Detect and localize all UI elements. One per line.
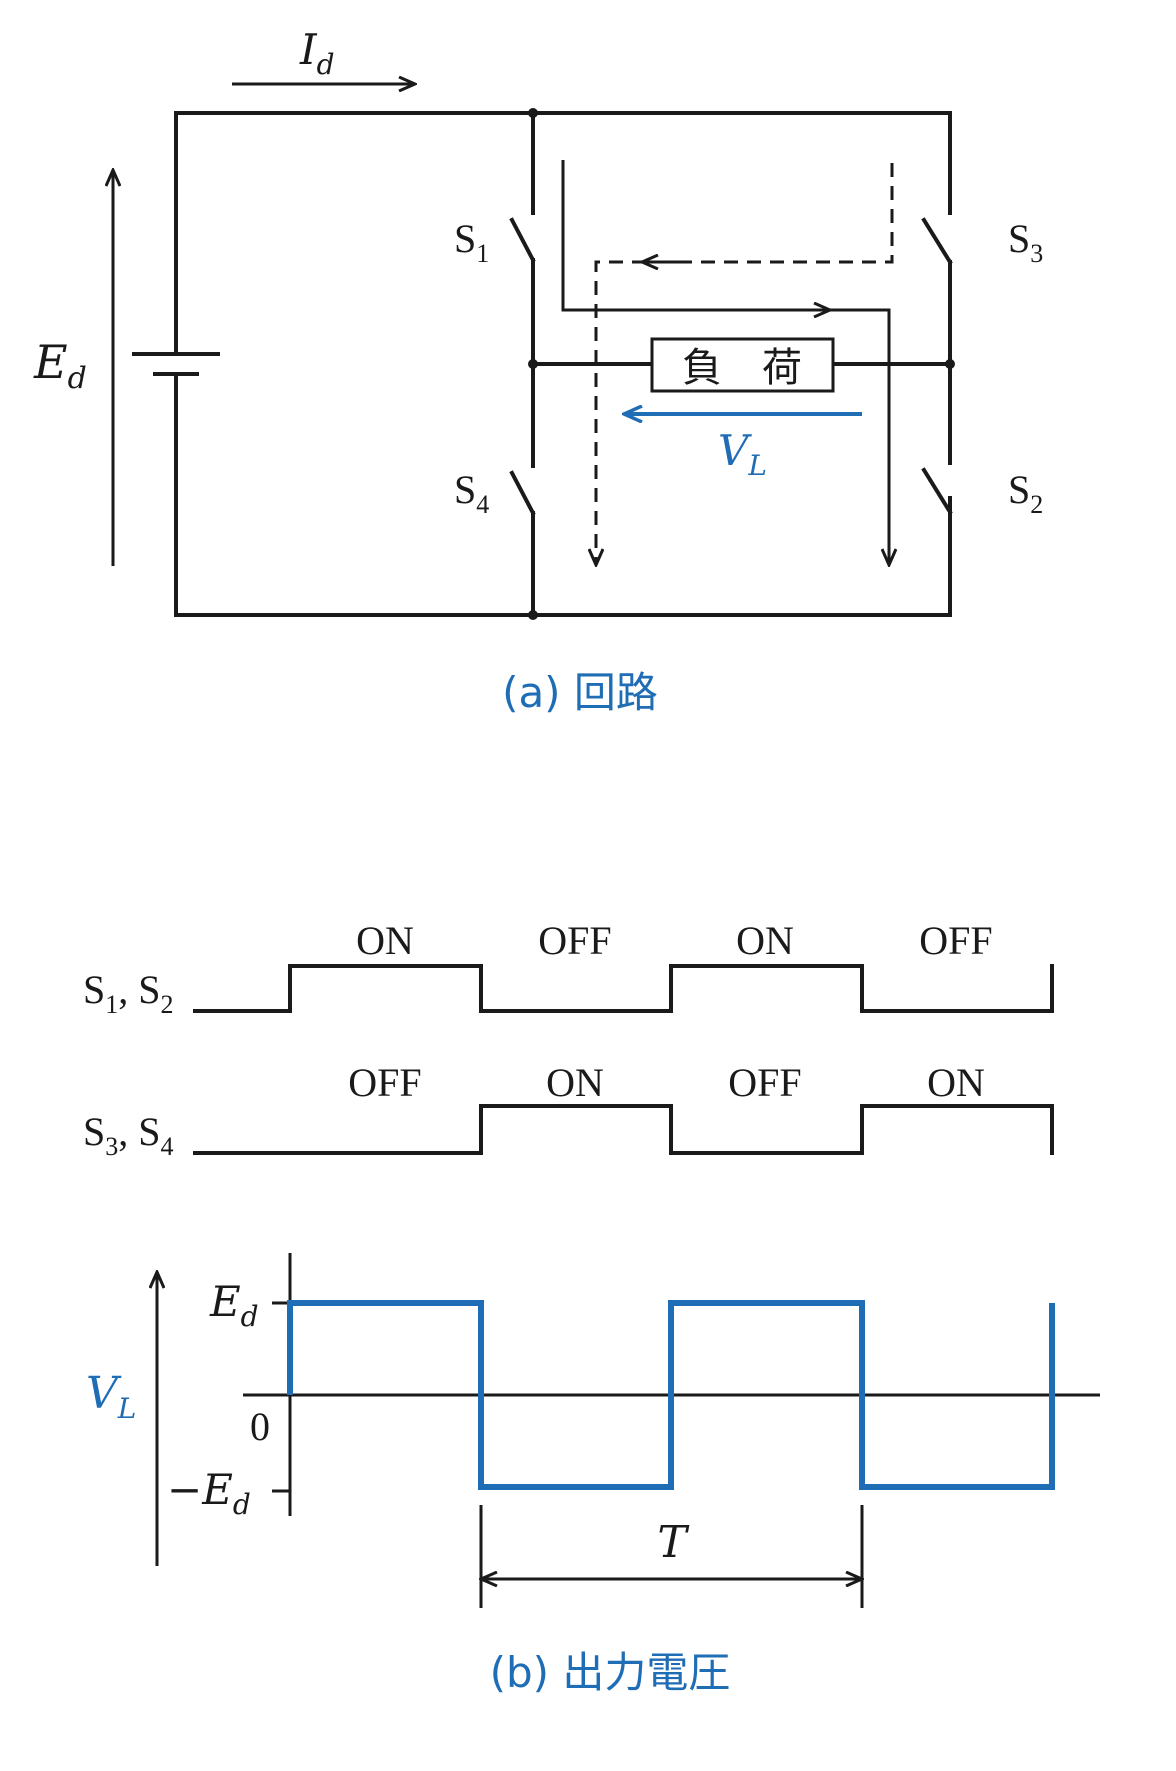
- switching-waveform-s3-s4: [193, 1104, 1054, 1155]
- top-level-label: Ed: [209, 1277, 259, 1333]
- row1-state: OFF: [919, 918, 992, 963]
- zero-label: 0: [250, 1404, 270, 1449]
- switch-s2: [921, 467, 953, 515]
- node-top: [528, 108, 538, 118]
- switching-waveform-s1-s2: [193, 964, 1054, 1013]
- current-label: Id: [299, 25, 335, 81]
- label-s2: S2: [1008, 467, 1043, 519]
- circuit-diagram: Id Ed 負 荷: [33, 25, 1043, 717]
- current-path-s3-s4: [596, 163, 894, 565]
- switch-s4: [509, 470, 536, 516]
- row2-label: S3, S4: [83, 1109, 174, 1161]
- load-box: [650, 337, 835, 393]
- row2-state: OFF: [728, 1060, 801, 1105]
- row1-state: OFF: [538, 918, 611, 963]
- row2-state: ON: [927, 1060, 985, 1105]
- label-s4: S4: [454, 467, 489, 519]
- source-label: Ed: [33, 335, 87, 396]
- bottom-level-label: −Ed: [167, 1465, 251, 1521]
- output-voltage-waveform: [287, 1300, 1055, 1490]
- switch-s3: [921, 217, 953, 265]
- switch-s1: [509, 217, 536, 263]
- row2-state: OFF: [348, 1060, 421, 1105]
- row1-state: ON: [736, 918, 794, 963]
- bottom-wire: [174, 496, 952, 617]
- row1-state: ON: [356, 918, 414, 963]
- row1-states: ON OFF ON OFF: [356, 918, 993, 963]
- row2-state: ON: [546, 1060, 604, 1105]
- vl-axis-label: VL: [86, 1368, 136, 1425]
- load-voltage-label: VL: [718, 426, 767, 482]
- caption-b: (b) 出力電圧: [490, 1648, 731, 1697]
- current-path-s1-s2: [561, 160, 889, 565]
- node-bottom: [528, 610, 538, 620]
- caption-a: (a) 回路: [502, 668, 658, 717]
- row1-label: S1, S2: [83, 967, 174, 1019]
- label-s1: S1: [454, 216, 489, 268]
- label-s3: S3: [1008, 216, 1043, 268]
- load-label: 負 荷: [682, 345, 802, 391]
- row2-states: OFF ON OFF ON: [348, 1060, 985, 1105]
- period-label: T: [657, 1517, 690, 1568]
- timing-diagram: S1, S2 S3, S4 ON OFF ON OFF OFF ON OFF O…: [83, 918, 1100, 1697]
